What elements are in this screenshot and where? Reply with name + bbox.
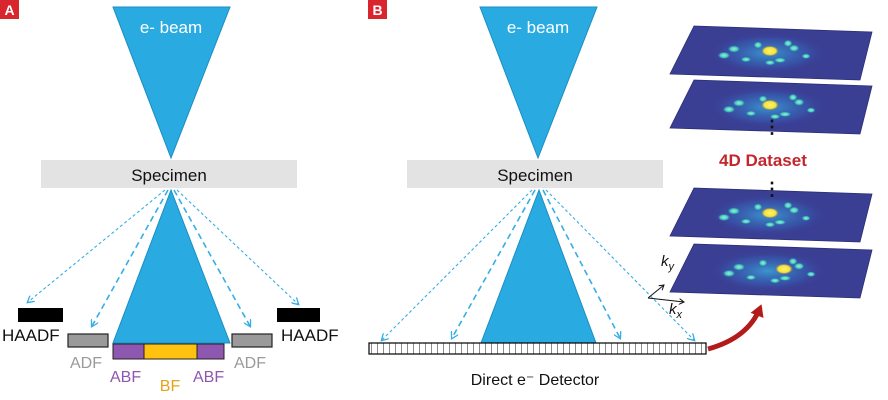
panel-b-specimen-label: Specimen [497,166,573,185]
diffraction-center-spot [760,207,780,219]
diffraction-spot [806,271,816,278]
diffraction-spot [764,59,776,66]
panel-a-haadf-detector-right [277,308,320,322]
diffraction-spot [773,57,787,64]
panel-a-ray-haadf-right [176,189,298,304]
panel-a-specimen-label: Specimen [131,166,207,185]
panel-b-badge-box [368,0,387,19]
diffraction-center-spot [760,45,780,57]
panel-a-specimen [41,160,297,188]
panel-a-ray-haadf-left [28,189,166,302]
panel-a-abf-detector-left [112,343,145,360]
panel-a-abf-label-left: ABF [110,369,141,386]
panel-a-abf-detector-right [196,343,225,360]
panel-a-haadf-label-right: HAADF [281,326,339,345]
diffraction-spot [773,219,787,226]
diffraction-pattern [669,243,873,299]
diffraction-pattern [669,25,873,81]
diffraction-center-spot [774,263,794,275]
diffraction-spot [722,105,736,114]
panel-a-bf-detector [143,343,198,360]
diffraction-spot [788,257,798,266]
stack-dots-upper: ⋮ [763,117,781,137]
kx-label: kx [669,301,683,321]
k-axes: ky kx [647,253,684,321]
diffraction-spot [740,218,752,225]
diffraction-spot [788,93,798,102]
diffraction-spot [753,203,763,211]
panel-a-scattered-rays [28,189,298,326]
panel-a-abf-label-right: ABF [193,369,224,386]
panel-b-transmitted-cone [480,188,597,344]
panel-a-haadf-detector-left [18,308,63,322]
panel-b-data-arrow [707,304,764,352]
diffraction-spot [778,275,792,282]
panel-a-badge: A [4,2,14,18]
panel-b-ray-inner-right [542,189,620,338]
diffraction-pattern [669,187,873,243]
diffraction-pattern [669,79,873,135]
diffraction-spot [740,56,752,63]
diffraction-spot [806,107,816,114]
dataset-label: 4D Dataset [719,151,807,170]
panel-b-detector-label: Direct e⁻ Detector [471,372,600,389]
diffraction-spot [717,51,731,60]
ky-axis-arrow [647,285,664,299]
diffraction-spot [758,259,768,267]
panel-b-ray-inner-left [452,189,536,338]
panel-b-specimen [407,160,663,188]
diffraction-stack [669,25,873,299]
diffraction-spot [745,274,757,281]
diffraction-spot [745,110,757,117]
diffraction-spot [727,45,741,53]
panel-a-adf-detector-left [67,333,109,348]
panel-b-incident-beam [479,6,598,160]
diffraction-spot [783,39,793,48]
panel-b-beam-label: e- beam [507,18,569,37]
panel-a-ray-adf-left [92,189,169,326]
panel-a: A e- beam Specimen HAADF HAADF ADF ADF A… [0,0,339,395]
diffraction-spot [778,111,792,118]
panel-b-scattered-rays [382,189,694,340]
ky-label: ky [661,253,676,273]
diffraction-spot [769,277,781,284]
diffraction-spot [717,213,731,222]
panel-b-ray-outer-right [545,189,694,340]
kx-axis-arrow [647,297,684,302]
panel-a-badge-box [0,0,19,19]
diffraction-spot [753,41,763,49]
stack-dots-lower: ⋮ [763,179,781,199]
diffraction-spot [722,269,736,278]
panel-a-adf-label-right: ADF [234,355,266,372]
panel-a-incident-beam [112,6,231,160]
diffraction-spot [732,99,746,107]
diffraction-spot [801,215,811,222]
diffraction-spot [727,207,741,215]
panel-a-ray-adf-right [173,189,250,326]
panel-a-haadf-label-left: HAADF [2,326,60,345]
panel-b-direct-detector [368,342,707,355]
panel-a-adf-label-left: ADF [70,355,102,372]
diffraction-spot [769,113,781,120]
panel-b: B e- beam Specimen Direct e⁻ Detector ky… [368,0,873,389]
diffraction-center-spot [760,99,780,111]
panel-b-ray-outer-left [382,189,533,340]
panel-a-beam-label: e- beam [140,18,202,37]
diffraction-spot [801,53,811,60]
panel-a-bf-label: BF [160,378,181,395]
panel-b-badge: B [372,2,382,18]
panel-a-transmitted-cone [112,188,231,344]
diffraction-spot [764,221,776,228]
diffraction-spot [732,263,746,271]
panel-a-adf-detector-right [231,333,273,348]
diffraction-spot [783,201,793,210]
